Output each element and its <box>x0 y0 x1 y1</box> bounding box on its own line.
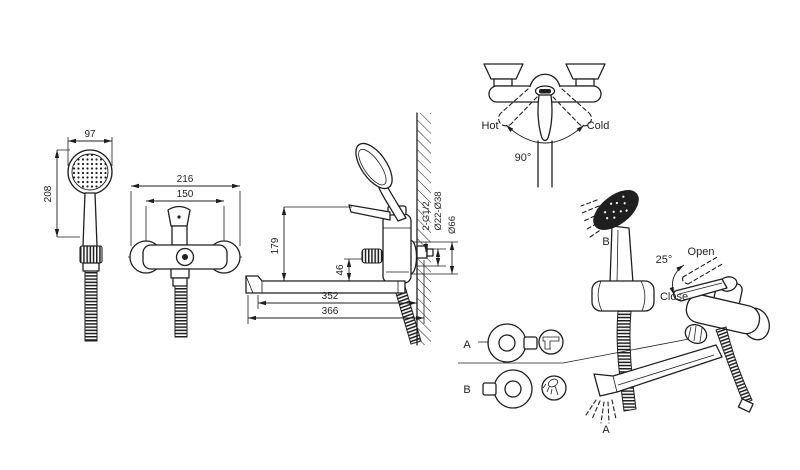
left-escutcheon-base <box>493 78 513 87</box>
rotation-angle-label: 90° <box>515 152 532 164</box>
diverter-center <box>182 254 188 260</box>
wall-hatch <box>417 113 431 345</box>
lever-seam-3d <box>678 282 723 295</box>
inlet-fitting <box>416 245 428 259</box>
diverter-knob-a-hub <box>498 334 516 352</box>
wall-fitting-ticks <box>405 241 458 275</box>
spout-pipe-top <box>537 140 553 188</box>
right-escutcheon-top <box>565 63 606 80</box>
dim-150-value: 150 <box>177 189 194 200</box>
tub-spout-glyph <box>542 336 560 350</box>
view-diverter-positions: A B <box>463 323 567 409</box>
hose-outlet <box>170 268 190 279</box>
open-close-arc-arrow <box>669 264 685 296</box>
hot-label: Hot <box>481 120 498 132</box>
bracket-seams <box>597 280 646 312</box>
hand-shower-handle <box>82 192 98 247</box>
open-angle-label: 25° <box>656 254 673 266</box>
dim-366-value: 366 <box>322 306 339 317</box>
handle-base-hump <box>529 73 561 88</box>
knob-a-tab-right <box>523 336 538 350</box>
right-escutcheon-base <box>575 78 595 87</box>
spout-side <box>245 275 406 294</box>
hand-shower-icon <box>541 375 567 401</box>
spout-detail-lines <box>245 275 399 294</box>
dim-208-value: 208 <box>43 185 54 202</box>
handle-seam-3d <box>616 229 619 284</box>
spout-spray-label: A <box>602 424 610 436</box>
dim-216-value: 216 <box>177 174 194 185</box>
knob-b-tab-left <box>482 382 497 396</box>
diverter-knob-a <box>487 323 527 363</box>
hand-shower-glyph <box>542 378 559 396</box>
hand-shower-head-3d <box>593 190 639 230</box>
mixer-lever-side <box>348 204 391 221</box>
thread-label: 2-G1/2 <box>421 201 432 230</box>
cold-label: Cold <box>587 120 610 132</box>
spout-spray-lines <box>585 399 617 424</box>
mixer-body-side <box>382 213 412 284</box>
shower-hose <box>84 270 98 342</box>
rotation-arc-arrow <box>505 124 585 144</box>
handle-hot-position-dashed <box>498 88 538 127</box>
diverter-knob-side <box>361 248 383 264</box>
dim-97-value: 97 <box>84 129 96 140</box>
diverter-leader-line <box>458 338 690 364</box>
handle-hub-slot <box>539 89 551 94</box>
hand-shower-handle-3d <box>609 225 634 284</box>
close-label: Close <box>660 291 688 303</box>
shower-spray-lines <box>580 199 606 238</box>
open-label: Open <box>688 246 715 258</box>
shower-spray-label: B <box>602 236 609 248</box>
inlet-fitting-nut <box>426 248 434 257</box>
left-escutcheon-top <box>483 63 524 80</box>
spout-hose-3d <box>715 326 753 405</box>
row-a-label: A <box>463 339 471 351</box>
view-perspective: B A 25° Open Close <box>458 190 770 436</box>
hand-shower-grip <box>79 245 103 264</box>
lever-dot <box>177 215 181 219</box>
handle-cold-position-dashed <box>552 88 592 127</box>
diverter-ribs <box>687 325 703 343</box>
view-mixer-side: 179 46 352 366 2-G1/2 Ø22-Ø38 Ø66 <box>245 112 458 346</box>
dim-179-value: 179 <box>270 237 281 254</box>
diverter-knob-b-hub <box>504 380 522 398</box>
cover-label: Ø22-Ø38 <box>433 191 444 230</box>
mixer-stem <box>171 225 188 246</box>
hand-shower-handle-side <box>378 183 407 222</box>
handle-center-position <box>537 94 553 142</box>
shower-hose-3d <box>616 310 637 412</box>
flange-label: Ø66 <box>447 216 458 234</box>
tub-spout-icon <box>538 329 564 355</box>
long-spout-3d <box>593 344 723 397</box>
body-seams <box>383 227 411 273</box>
shower-hose-front <box>174 285 188 338</box>
diverter-knob-b <box>493 369 533 409</box>
hose-outlet-nut <box>172 277 188 287</box>
dim-352-value: 352 <box>322 291 339 302</box>
hose-end-nut <box>737 398 754 413</box>
view-hand-shower-front: 97 208 <box>43 129 113 342</box>
hand-shower-head-side <box>355 142 393 190</box>
view-handle-rotation-top: Hot Cold 90° <box>481 63 610 188</box>
front-dim-extension-lines <box>130 191 241 250</box>
row-b-label: B <box>463 384 470 396</box>
mixer-body-3d <box>685 294 761 335</box>
hand-shower-face <box>71 153 109 191</box>
view-mixer-front: 216 150 <box>128 174 242 338</box>
dim-46-value: 46 <box>335 264 346 276</box>
hose-nut <box>82 262 100 272</box>
spout-facets <box>612 354 715 393</box>
